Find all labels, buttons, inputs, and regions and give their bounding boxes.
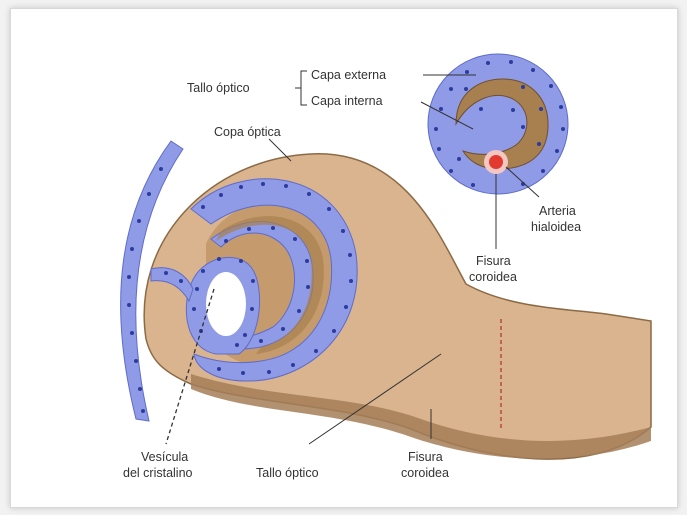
label-choroid-fissure-bottom-2: coroidea (401, 466, 449, 480)
label-choroid-fissure-top-2: coroidea (469, 270, 517, 284)
hyaloid-artery (489, 155, 503, 169)
label-optic-cup: Copa óptica (214, 125, 281, 139)
label-optic-stalk-top: Tallo óptico (187, 81, 250, 95)
label-hyaloid-artery-1: Arteria (539, 204, 576, 218)
label-lens-vesicle-1: Vesícula (141, 450, 188, 464)
optic-cup-diagram: Tallo óptico Capa externa Capa interna C… (11, 9, 677, 507)
figure-frame: Tallo óptico Capa externa Capa interna C… (10, 8, 678, 508)
label-inner-layer: Capa interna (311, 94, 383, 108)
main-optic-cup-illustration (121, 141, 651, 459)
lens-vesicle-lumen (206, 272, 246, 336)
label-optic-stalk-bottom: Tallo óptico (256, 466, 319, 480)
label-choroid-fissure-bottom-1: Fisura (408, 450, 443, 464)
label-choroid-fissure-top-1: Fisura (476, 254, 511, 268)
label-lens-vesicle-2: del cristalino (123, 466, 193, 480)
label-hyaloid-artery-2: hialoidea (531, 220, 581, 234)
label-outer-layer: Capa externa (311, 68, 386, 82)
bracket-optic-stalk (295, 71, 307, 105)
